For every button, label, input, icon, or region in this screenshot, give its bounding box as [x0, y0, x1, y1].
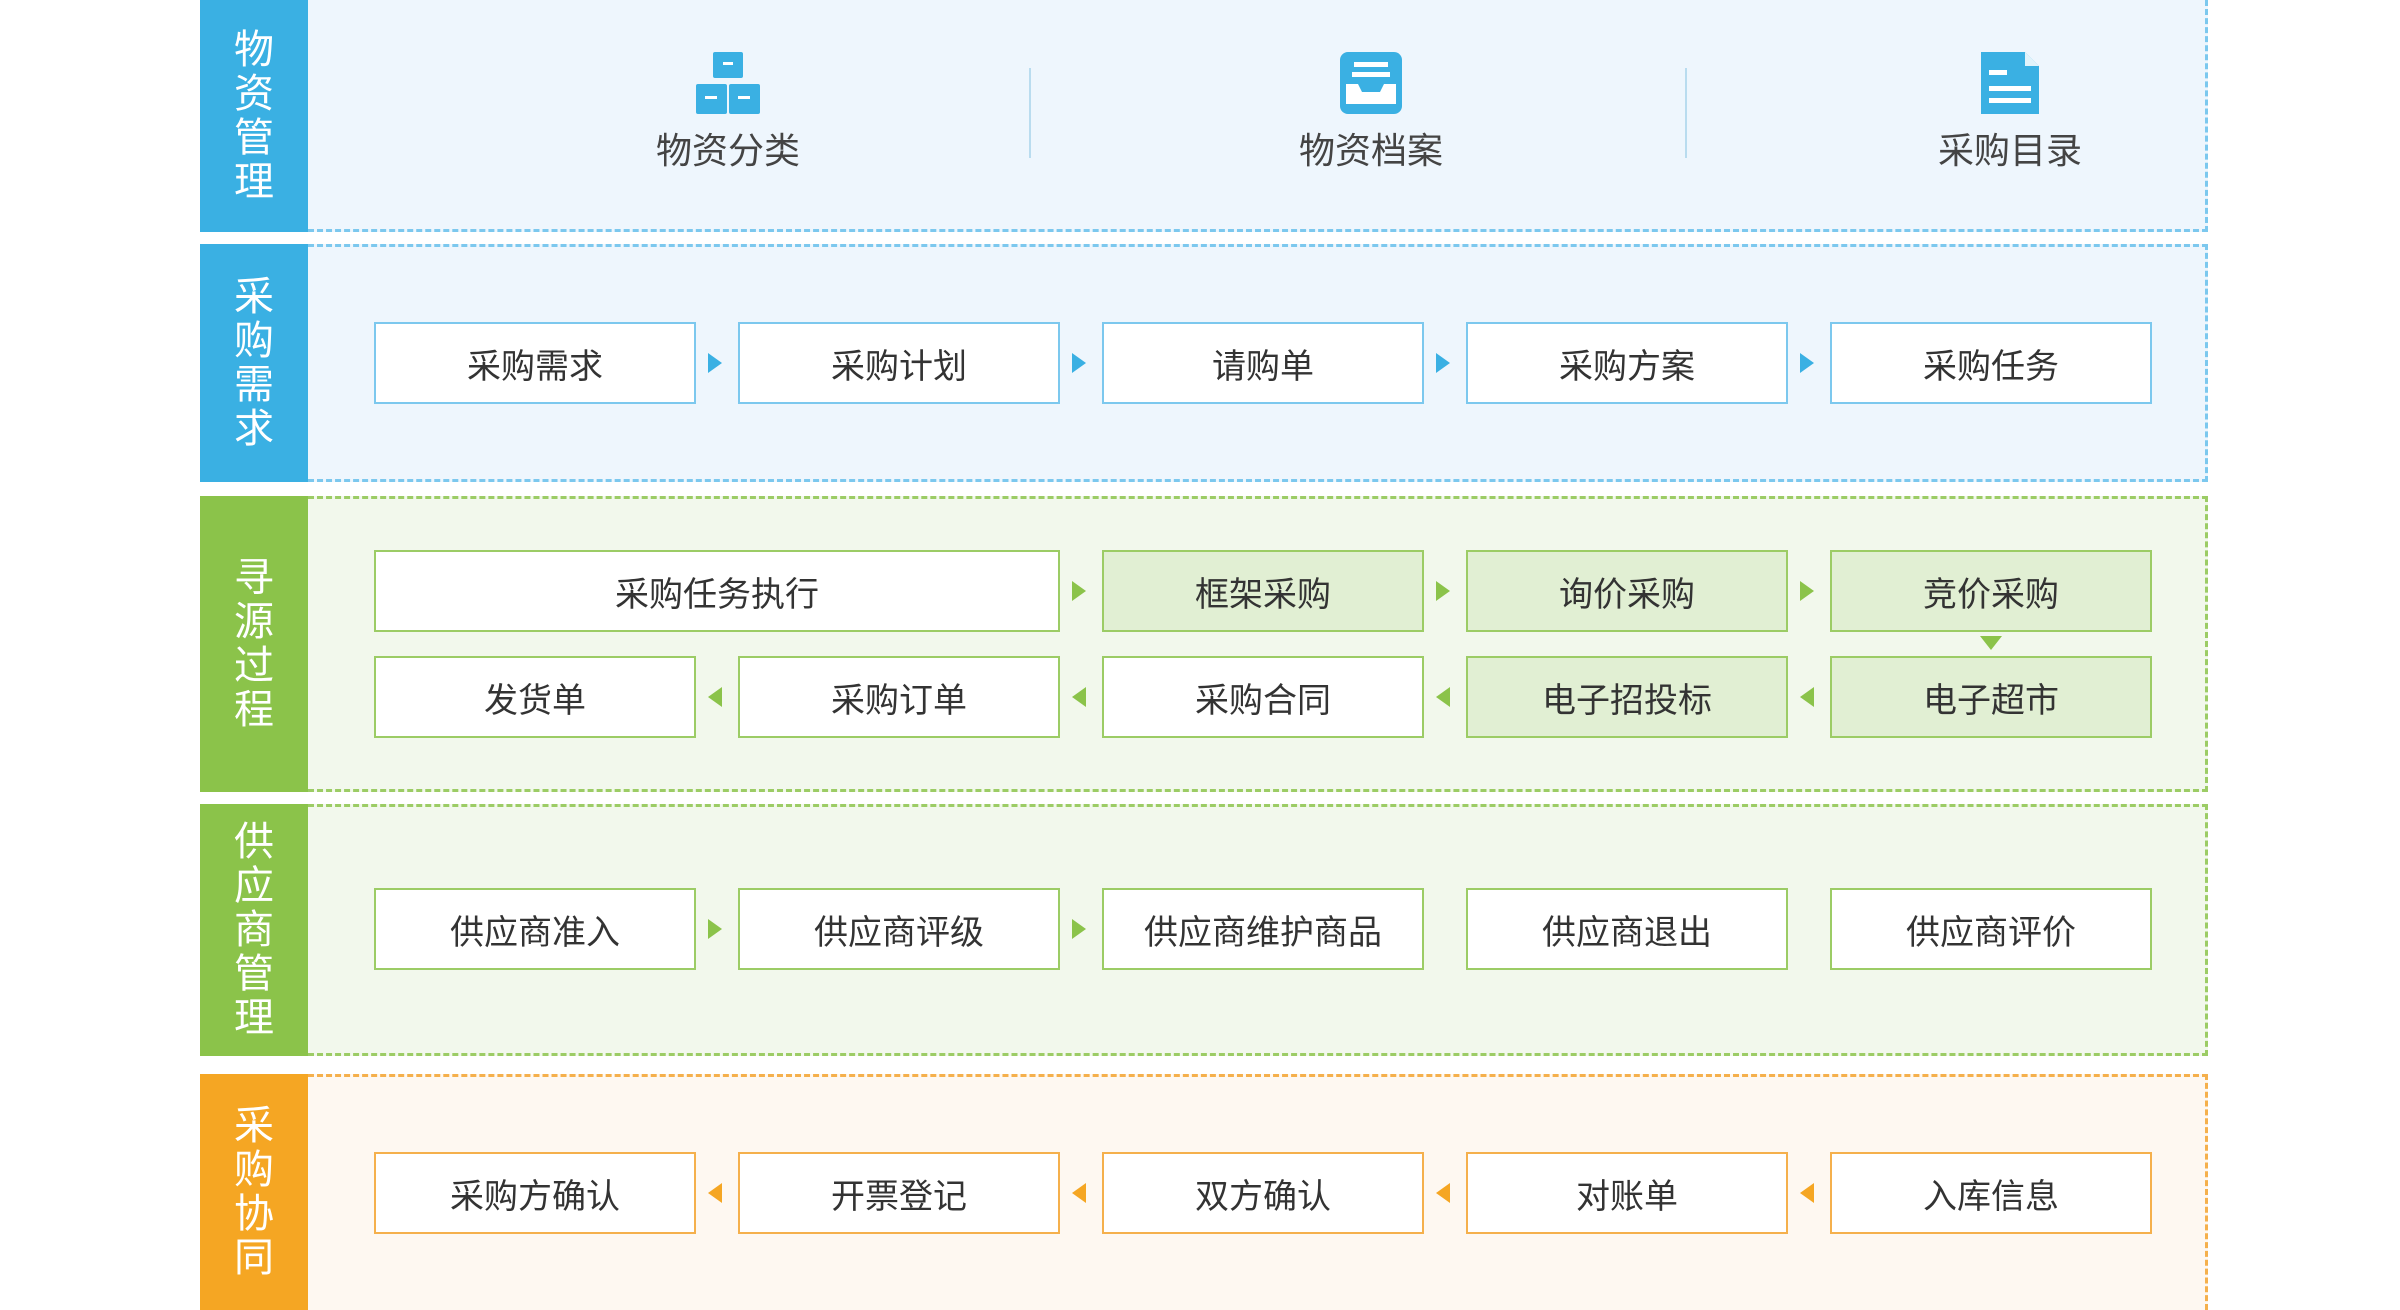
arrow-right [1800, 581, 1814, 601]
section-purchase-collaboration: 采购协同 采购方确认 开票登记 双方确认 对账单 入库信息 [200, 1074, 2208, 1310]
archive-tray-icon [1340, 52, 1402, 114]
mgmt-item-material-category[interactable]: 物资分类 [578, 48, 878, 174]
step-purchase-task[interactable]: 采购任务 [1830, 322, 2152, 404]
step-supplier-evaluation[interactable]: 供应商评价 [1830, 888, 2152, 970]
step-inquiry-purchase[interactable]: 询价采购 [1466, 550, 1788, 632]
section-material-management: 物资管理 物资分类 物资档案 [200, 0, 2208, 232]
step-reconciliation[interactable]: 对账单 [1466, 1152, 1788, 1234]
section-title: 寻源过程 [234, 555, 274, 733]
step-e-supermarket[interactable]: 电子超市 [1830, 656, 2152, 738]
mgmt-label: 采购目录 [1937, 131, 2082, 172]
sidebar-purchase-demand: 采购需求 [200, 244, 308, 482]
divider [1029, 68, 1031, 158]
sidebar-material-management: 物资管理 [200, 0, 308, 232]
arrow-right [1436, 581, 1450, 601]
divider [1685, 68, 1687, 158]
step-warehouse-info[interactable]: 入库信息 [1830, 1152, 2152, 1234]
arrow-left [1072, 1183, 1086, 1203]
arrow-right [1072, 353, 1086, 373]
sidebar-purchase-collaboration: 采购协同 [200, 1074, 308, 1310]
step-purchase-contract[interactable]: 采购合同 [1102, 656, 1424, 738]
step-requisition[interactable]: 请购单 [1102, 322, 1424, 404]
arrow-right [708, 353, 722, 373]
step-e-tendering[interactable]: 电子招投标 [1466, 656, 1788, 738]
arrow-left [1436, 687, 1450, 707]
section-title: 物资管理 [234, 27, 274, 205]
boxes-icon [696, 52, 760, 114]
mgmt-item-purchase-catalog[interactable]: 采购目录 [1860, 48, 2160, 174]
arrow-right [1072, 919, 1086, 939]
step-supplier-rating[interactable]: 供应商评级 [738, 888, 1060, 970]
step-purchase-demand[interactable]: 采购需求 [374, 322, 696, 404]
arrow-left [708, 1183, 722, 1203]
step-supplier-admission[interactable]: 供应商准入 [374, 888, 696, 970]
arrow-left [1436, 1183, 1450, 1203]
step-purchase-plan[interactable]: 采购计划 [738, 322, 1060, 404]
arrow-left [1800, 687, 1814, 707]
sidebar-supplier-management: 供应商管理 [200, 804, 308, 1056]
section-purchase-demand: 采购需求 采购需求 采购计划 请购单 采购方案 采购任务 [200, 244, 2208, 482]
step-buyer-confirm[interactable]: 采购方确认 [374, 1152, 696, 1234]
step-mutual-confirm[interactable]: 双方确认 [1102, 1152, 1424, 1234]
arrow-right [1800, 353, 1814, 373]
arrow-left [1072, 687, 1086, 707]
step-delivery-note[interactable]: 发货单 [374, 656, 696, 738]
step-invoice-registration[interactable]: 开票登记 [738, 1152, 1060, 1234]
section-supplier-management: 供应商管理 供应商准入 供应商评级 供应商维护商品 供应商退出 供应商评价 [200, 804, 2208, 1056]
panel-sourcing-process [308, 496, 2208, 792]
step-bidding-purchase[interactable]: 竞价采购 [1830, 550, 2152, 632]
mgmt-label: 物资档案 [1298, 131, 1443, 172]
section-title: 采购需求 [234, 274, 274, 452]
step-supplier-maintain-goods[interactable]: 供应商维护商品 [1102, 888, 1424, 970]
mgmt-item-material-archive[interactable]: 物资档案 [1221, 48, 1521, 174]
mgmt-label: 物资分类 [655, 131, 800, 172]
step-framework-purchase[interactable]: 框架采购 [1102, 550, 1424, 632]
step-purchase-scheme[interactable]: 采购方案 [1466, 322, 1788, 404]
section-title: 采购协同 [234, 1103, 274, 1281]
step-purchase-order[interactable]: 采购订单 [738, 656, 1060, 738]
section-title: 供应商管理 [234, 819, 274, 1041]
catalog-document-icon [1981, 52, 2039, 114]
step-supplier-exit[interactable]: 供应商退出 [1466, 888, 1788, 970]
step-task-execution[interactable]: 采购任务执行 [374, 550, 1060, 632]
section-sourcing-process: 寻源过程 采购任务执行 框架采购 询价采购 竞价采购 发货单 采购订单 采购合同… [200, 496, 2208, 792]
sidebar-sourcing-process: 寻源过程 [200, 496, 308, 792]
arrow-right [1436, 353, 1450, 373]
arrow-left [708, 687, 722, 707]
arrow-left [1800, 1183, 1814, 1203]
arrow-right [1072, 581, 1086, 601]
arrow-right [708, 919, 722, 939]
arrow-down [1980, 636, 2002, 650]
panel-material-management: 物资分类 物资档案 采购目录 [308, 0, 2208, 232]
